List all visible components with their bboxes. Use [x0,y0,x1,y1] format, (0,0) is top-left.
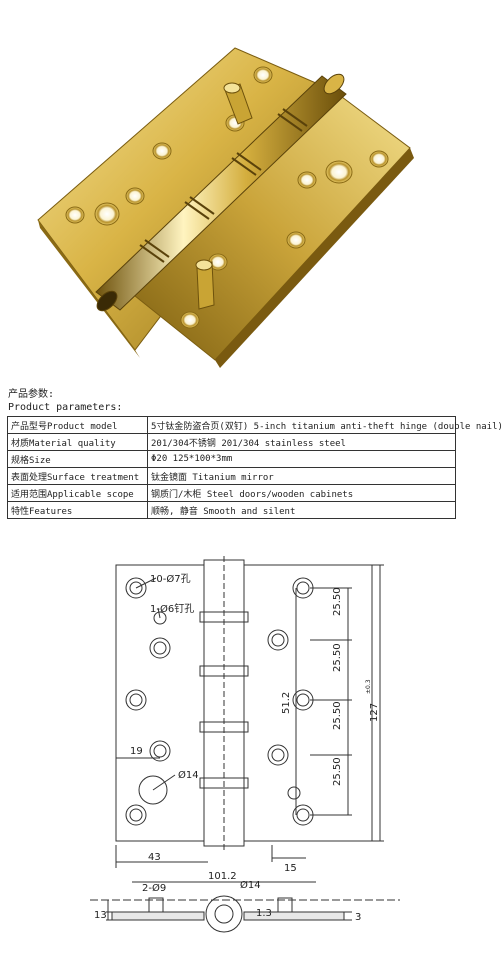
table-row: 规格Size Φ20 125*100*3mm [7,450,456,468]
hole-label-1: 10-Ø7孔 [150,573,191,585]
edge-offset: 19 [130,746,143,757]
pitch-3: 25.50 [332,701,343,730]
spec-key: 材质Material quality [7,433,148,451]
knuckle-dia: Ø14 [240,879,261,891]
spec-value: Φ20 125*100*3mm [147,450,456,468]
right-offset: 15 [284,863,297,874]
pin-hole-dia: Ø14 [178,769,199,781]
spec-key: 产品型号Product model [7,416,148,434]
table-row: 表面处理Surface treatment 钛金镜面 Titanium mirr… [7,467,456,485]
open-width: 101.2 [208,871,237,882]
table-row: 产品型号Product model 5寸钛金防盗合页(双钉) 5-inch ti… [7,416,503,434]
spec-key: 规格Size [7,450,148,468]
table-row: 特性Features 顺畅, 静音 Smooth and silent [7,501,456,519]
left-holes [125,577,171,826]
params-heading-cn: 产品参数: [8,389,55,400]
section-view [90,881,400,933]
center-distance: 51.2 [281,692,292,714]
hinge-barrel [95,73,347,312]
spec-key: 适用范围Applicable scope [7,484,148,502]
total-height-tolerance: ±0.3 [365,679,372,694]
spec-value: 5寸钛金防盗合页(双钉) 5-inch titanium anti-theft … [147,416,503,434]
pitch-1: 25.50 [332,587,343,616]
plate-thickness: 3 [355,912,361,923]
spec-value: 顺畅, 静音 Smooth and silent [147,501,456,519]
spec-table: 产品型号Product model 5寸钛金防盗合页(双钉) 5-inch ti… [7,416,503,519]
leaf-width: 43 [148,852,161,863]
plate-gap: 1.3 [256,908,272,919]
spec-key: 特性Features [7,501,148,519]
pin-label: 2-Ø9 [142,882,166,894]
hinge-technical-drawing: 10-Ø7孔 1-Ø6钉孔 25.50 25.50 25.50 25.50 51… [90,556,400,933]
table-row: 适用范围Applicable scope 钢质门/木柜 Steel doors/… [7,484,456,502]
pitch-4: 25.50 [332,757,343,786]
spec-value: 钢质门/木柜 Steel doors/wooden cabinets [147,484,456,502]
spec-value: 201/304不锈钢 201/304 stainless steel [147,433,456,451]
leaf-holes [65,66,389,329]
pitch-2: 25.50 [332,643,343,672]
table-row: 材质Material quality 201/304不锈钢 201/304 st… [7,433,456,451]
spec-key: 表面处理Surface treatment [7,467,148,485]
total-height: 127 [369,703,380,722]
security-studs [195,82,253,310]
hinge-product-photo [37,47,414,368]
hole-label-2: 1-Ø6钉孔 [150,603,194,615]
params-heading-en: Product parameters: [8,402,123,413]
thickness-left: 13 [94,910,107,921]
spec-value: 钛金镜面 Titanium mirror [147,467,456,485]
